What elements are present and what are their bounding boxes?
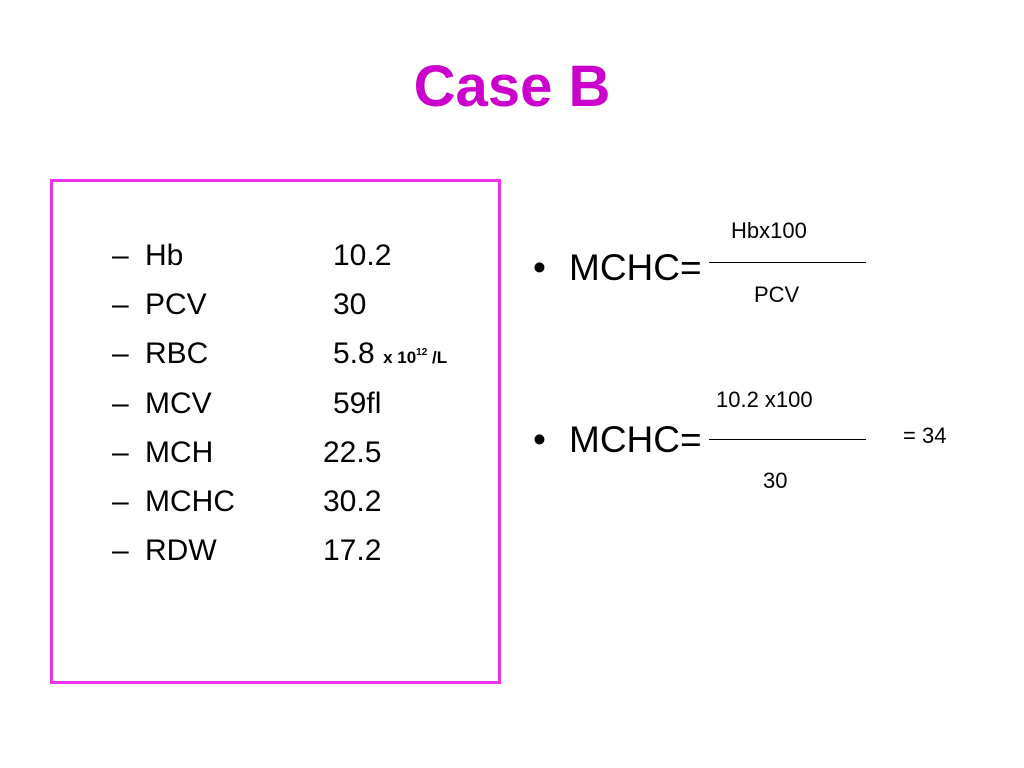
formula-2-fraction-bar: [709, 439, 866, 440]
formula-1-numerator: Hbx100: [731, 218, 807, 243]
lab-value: 17.2: [323, 534, 382, 567]
lab-value: 22.5: [323, 436, 382, 469]
lab-name: MCHC: [145, 485, 235, 518]
lab-name: Hb: [145, 239, 184, 272]
lab-values-box: [50, 179, 501, 684]
list-dash: –: [112, 337, 129, 370]
list-dash: –: [112, 288, 129, 321]
lab-name: MCV: [145, 387, 212, 420]
formula-label: MCHC=: [569, 419, 702, 460]
unit-exponent: 12: [416, 347, 428, 358]
lab-name: MCH: [145, 436, 214, 469]
slide-title: Case B: [413, 54, 611, 119]
formula-label: MCHC=: [569, 247, 702, 288]
lab-name: RBC: [145, 337, 209, 370]
formula-2-label: • MCHC=: [533, 421, 702, 458]
formula-2-numerator: 10.2 x100: [716, 387, 813, 412]
formula-1-denominator: PCV: [754, 282, 800, 307]
unit-prefix: x 10: [383, 348, 417, 367]
bullet-dot: •: [533, 247, 546, 288]
list-dash: –: [112, 436, 129, 469]
list-dash: –: [112, 239, 129, 272]
list-dash: –: [112, 485, 129, 518]
lab-value: 30: [333, 288, 367, 321]
formula-1-label: • MCHC=: [533, 249, 702, 286]
list-dash: –: [112, 387, 129, 420]
formula-1-fraction-bar: [709, 262, 866, 263]
list-dash: –: [112, 534, 129, 567]
bullet-dot: •: [533, 419, 546, 460]
lab-value: 5.8: [333, 337, 375, 370]
lab-value: 10.2: [333, 239, 392, 272]
formula-2-result: = 34: [903, 423, 947, 448]
formula-2-denominator: 30: [763, 468, 788, 493]
unit-suffix: /L: [427, 348, 448, 367]
lab-unit: x 1012 /L: [383, 348, 447, 367]
lab-value: 59fl: [333, 387, 382, 420]
lab-name: RDW: [145, 534, 217, 567]
lab-name: PCV: [145, 288, 207, 321]
lab-value: 30.2: [323, 485, 382, 518]
lab-value-with-unit: 5.8 x 1012 /L: [333, 339, 447, 369]
